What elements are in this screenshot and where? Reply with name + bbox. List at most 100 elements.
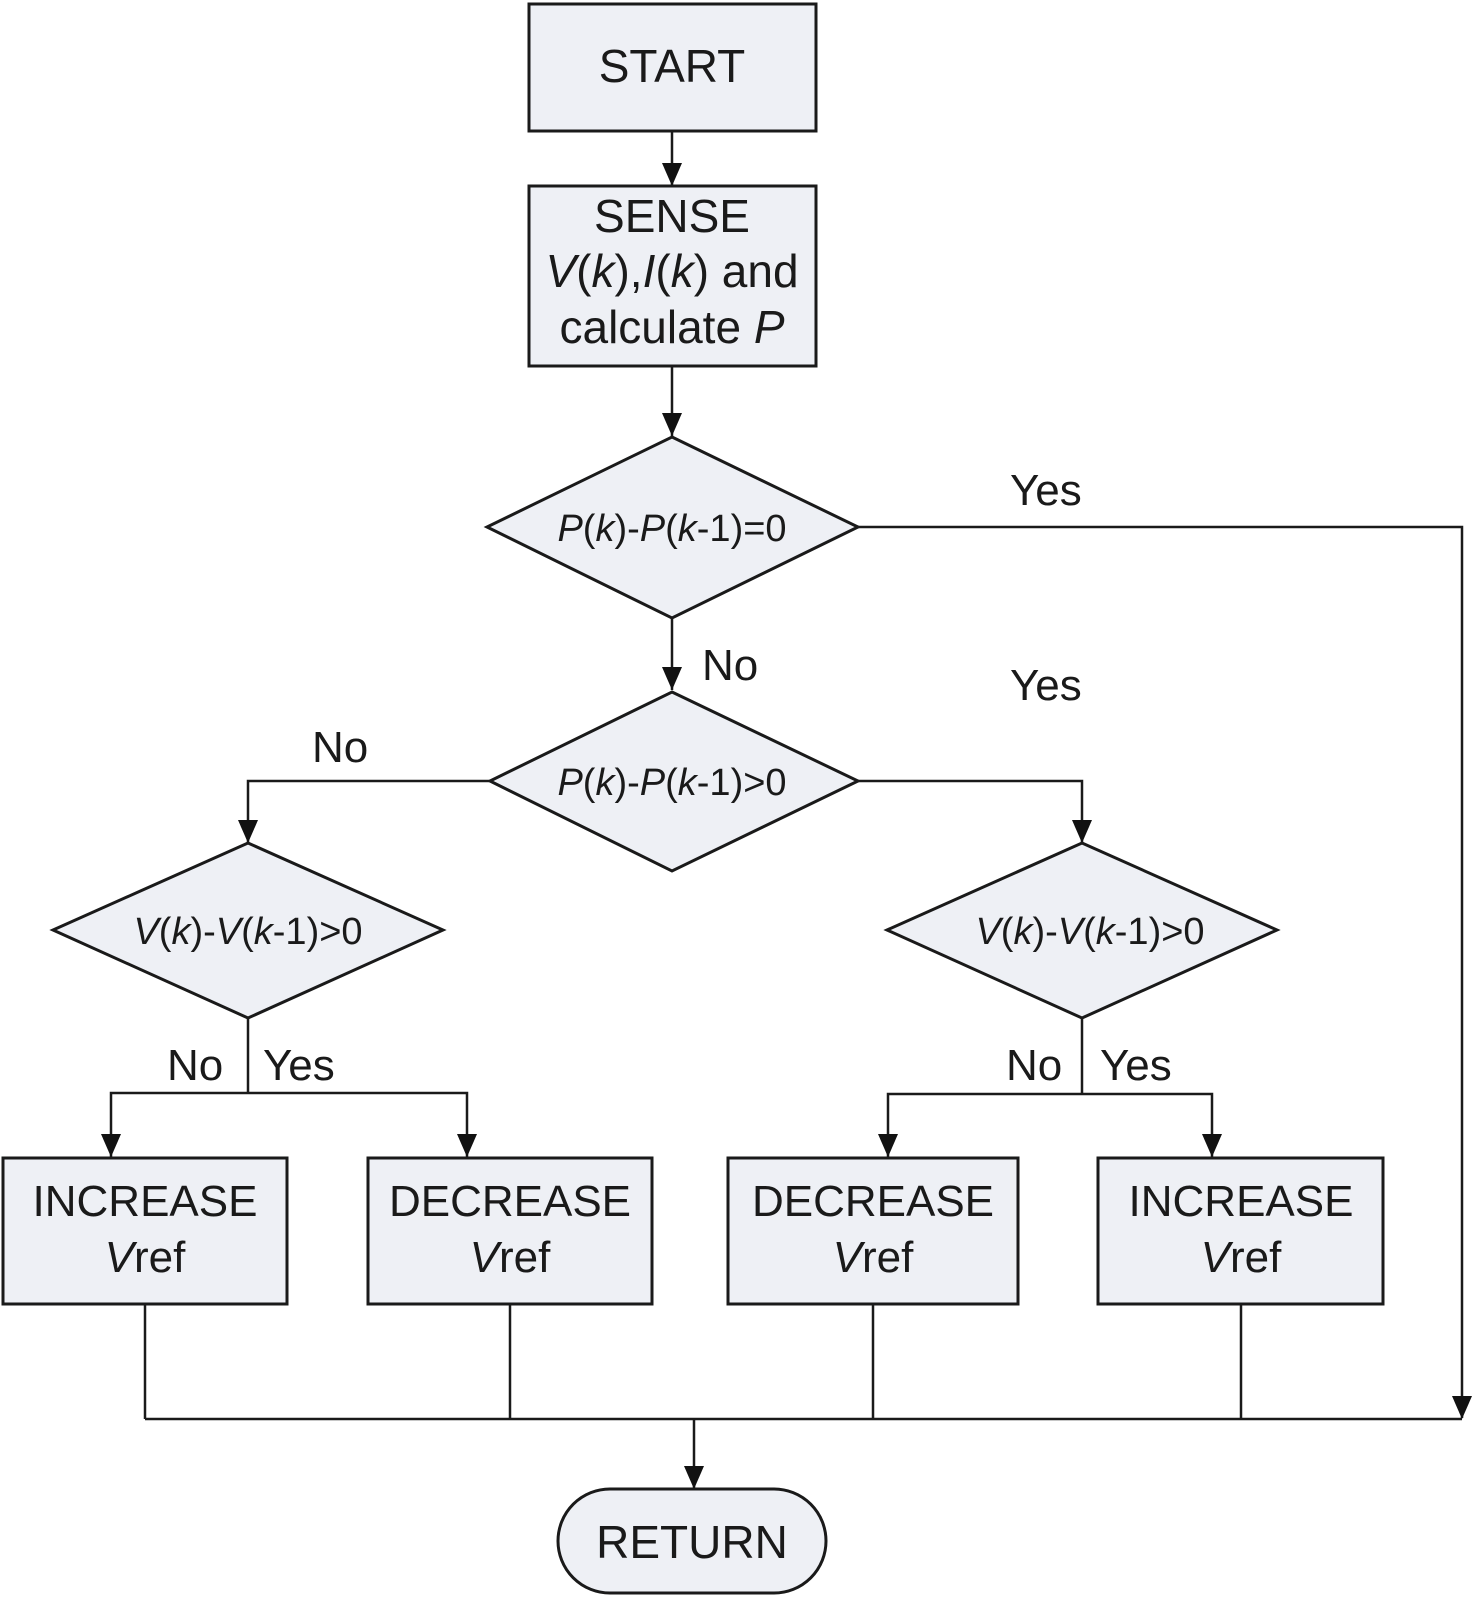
edge-decision-gt-no-to-voltage-left — [246, 779, 490, 843]
expr-part: )- — [1032, 911, 1057, 953]
expr-part: ( — [1001, 911, 1014, 953]
expr-part: P — [640, 508, 666, 550]
edge-voltage-right-no-to-decrease — [886, 1092, 1082, 1157]
expr-part: k — [254, 911, 275, 953]
arrowhead-icon — [684, 1466, 704, 1489]
var-v: V — [833, 1233, 866, 1282]
expr-part: k — [678, 762, 699, 804]
var-i: I — [643, 245, 656, 297]
expr-part: P — [557, 508, 583, 550]
arrowhead-icon — [1452, 1396, 1472, 1419]
expr-part: k — [171, 911, 192, 953]
ref-suffix: ref — [134, 1233, 186, 1282]
expr-part: ( — [665, 508, 678, 550]
decision-voltage-left[interactable]: V(k)-V(k-1)>0 — [49, 841, 447, 1020]
arrowhead-icon — [1072, 820, 1092, 843]
var-v: V — [1201, 1233, 1234, 1282]
expr-part: -1)>0 — [1115, 911, 1205, 953]
edge-label-gt-no: No — [312, 723, 368, 772]
sense-text-part: calculate — [559, 301, 753, 353]
arrowhead-icon — [238, 820, 258, 843]
expr-part: )- — [614, 508, 639, 550]
decrease-vref-node-1[interactable]: DECREASE Vref — [366, 1156, 654, 1306]
expr-part: P — [557, 762, 583, 804]
sense-line2: V(k),I(k) and — [545, 245, 798, 297]
expr-part: ( — [1083, 911, 1096, 953]
sense-text-part: ) and — [694, 245, 799, 297]
expr-part: -1)>0 — [697, 762, 787, 804]
expr-part: V — [975, 911, 1004, 953]
var-v: V — [545, 245, 580, 297]
vref-label: Vref — [1201, 1233, 1282, 1282]
arrowhead-icon — [662, 667, 682, 690]
edge-decision-gt-yes-to-voltage-right — [858, 779, 1084, 843]
action-label: INCREASE — [1129, 1177, 1354, 1226]
arrowhead-icon — [662, 163, 682, 186]
expr-part: k — [1096, 911, 1117, 953]
action-label: DECREASE — [389, 1177, 631, 1226]
edge-label-vleft-yes: Yes — [263, 1041, 335, 1090]
ref-suffix: ref — [1230, 1233, 1282, 1282]
action-label: DECREASE — [752, 1177, 994, 1226]
expr-part: V — [216, 911, 245, 953]
var-v: V — [470, 1233, 503, 1282]
expr-part: )- — [190, 911, 215, 953]
action-label: INCREASE — [33, 1177, 258, 1226]
expr-part: P — [640, 762, 666, 804]
decision-voltage-left-label: V(k)-V(k-1)>0 — [133, 911, 362, 953]
expr-part: ( — [241, 911, 254, 953]
sense-line3: calculate P — [559, 301, 784, 353]
arrowhead-icon — [878, 1134, 898, 1157]
decision-power-greater-label: P(k)-P(k-1)>0 — [557, 762, 786, 804]
expr-part: k — [1013, 911, 1034, 953]
expr-part: -1)>0 — [273, 911, 363, 953]
expr-part: ( — [665, 762, 678, 804]
expr-part: )- — [614, 762, 639, 804]
var-k: k — [671, 245, 696, 297]
edge-voltage-left-no-to-increase — [109, 1091, 248, 1157]
expr-part: k — [678, 508, 699, 550]
expr-part: -1)=0 — [697, 508, 787, 550]
expr-part: ( — [583, 762, 596, 804]
return-node[interactable]: RETURN — [556, 1487, 828, 1595]
var-p: P — [754, 301, 785, 353]
edge-voltage-right-yes-to-increase — [1082, 1092, 1214, 1157]
expr-part: V — [133, 911, 162, 953]
vref-label: Vref — [833, 1233, 914, 1282]
decision-voltage-right-label: V(k)-V(k-1)>0 — [975, 911, 1204, 953]
edge-decision-eq-yes-to-return — [858, 525, 1464, 1418]
arrowhead-icon — [662, 413, 682, 436]
start-label: START — [599, 40, 746, 92]
ref-suffix: ref — [499, 1233, 551, 1282]
edge-labels: Yes No Yes No No Yes No Yes — [167, 466, 1172, 1090]
expr-part: k — [595, 508, 616, 550]
decrease-vref-node-2[interactable]: DECREASE Vref — [726, 1156, 1020, 1306]
edge-label-gt-yes: Yes — [1010, 661, 1082, 710]
decision-voltage-right[interactable]: V(k)-V(k-1)>0 — [883, 841, 1281, 1020]
return-label: RETURN — [596, 1516, 788, 1568]
decision-power-equal[interactable]: P(k)-P(k-1)=0 — [483, 435, 862, 620]
var-v: V — [105, 1233, 138, 1282]
edge-label-eq-yes: Yes — [1010, 466, 1082, 515]
increase-vref-node-2[interactable]: INCREASE Vref — [1096, 1156, 1385, 1306]
sense-node[interactable]: SENSE V(k),I(k) and calculate P — [527, 184, 818, 368]
var-k: k — [591, 245, 616, 297]
expr-part: V — [1058, 911, 1087, 953]
connectors — [101, 131, 1472, 1489]
expr-part: ( — [583, 508, 596, 550]
sense-text-part: ), — [614, 245, 642, 297]
edge-label-vright-yes: Yes — [1100, 1041, 1172, 1090]
decision-power-equal-label: P(k)-P(k-1)=0 — [557, 508, 786, 550]
edge-label-vleft-no: No — [167, 1041, 223, 1090]
arrowhead-icon — [101, 1134, 121, 1157]
arrowhead-icon — [457, 1134, 477, 1157]
sense-text-part: ( — [576, 245, 592, 297]
expr-part: ( — [159, 911, 172, 953]
edge-label-eq-no: No — [702, 641, 758, 690]
start-node[interactable]: START — [527, 2, 818, 133]
vref-label: Vref — [105, 1233, 186, 1282]
decision-power-greater[interactable]: P(k)-P(k-1)>0 — [486, 690, 862, 873]
increase-vref-node-1[interactable]: INCREASE Vref — [1, 1156, 289, 1306]
ref-suffix: ref — [862, 1233, 914, 1282]
